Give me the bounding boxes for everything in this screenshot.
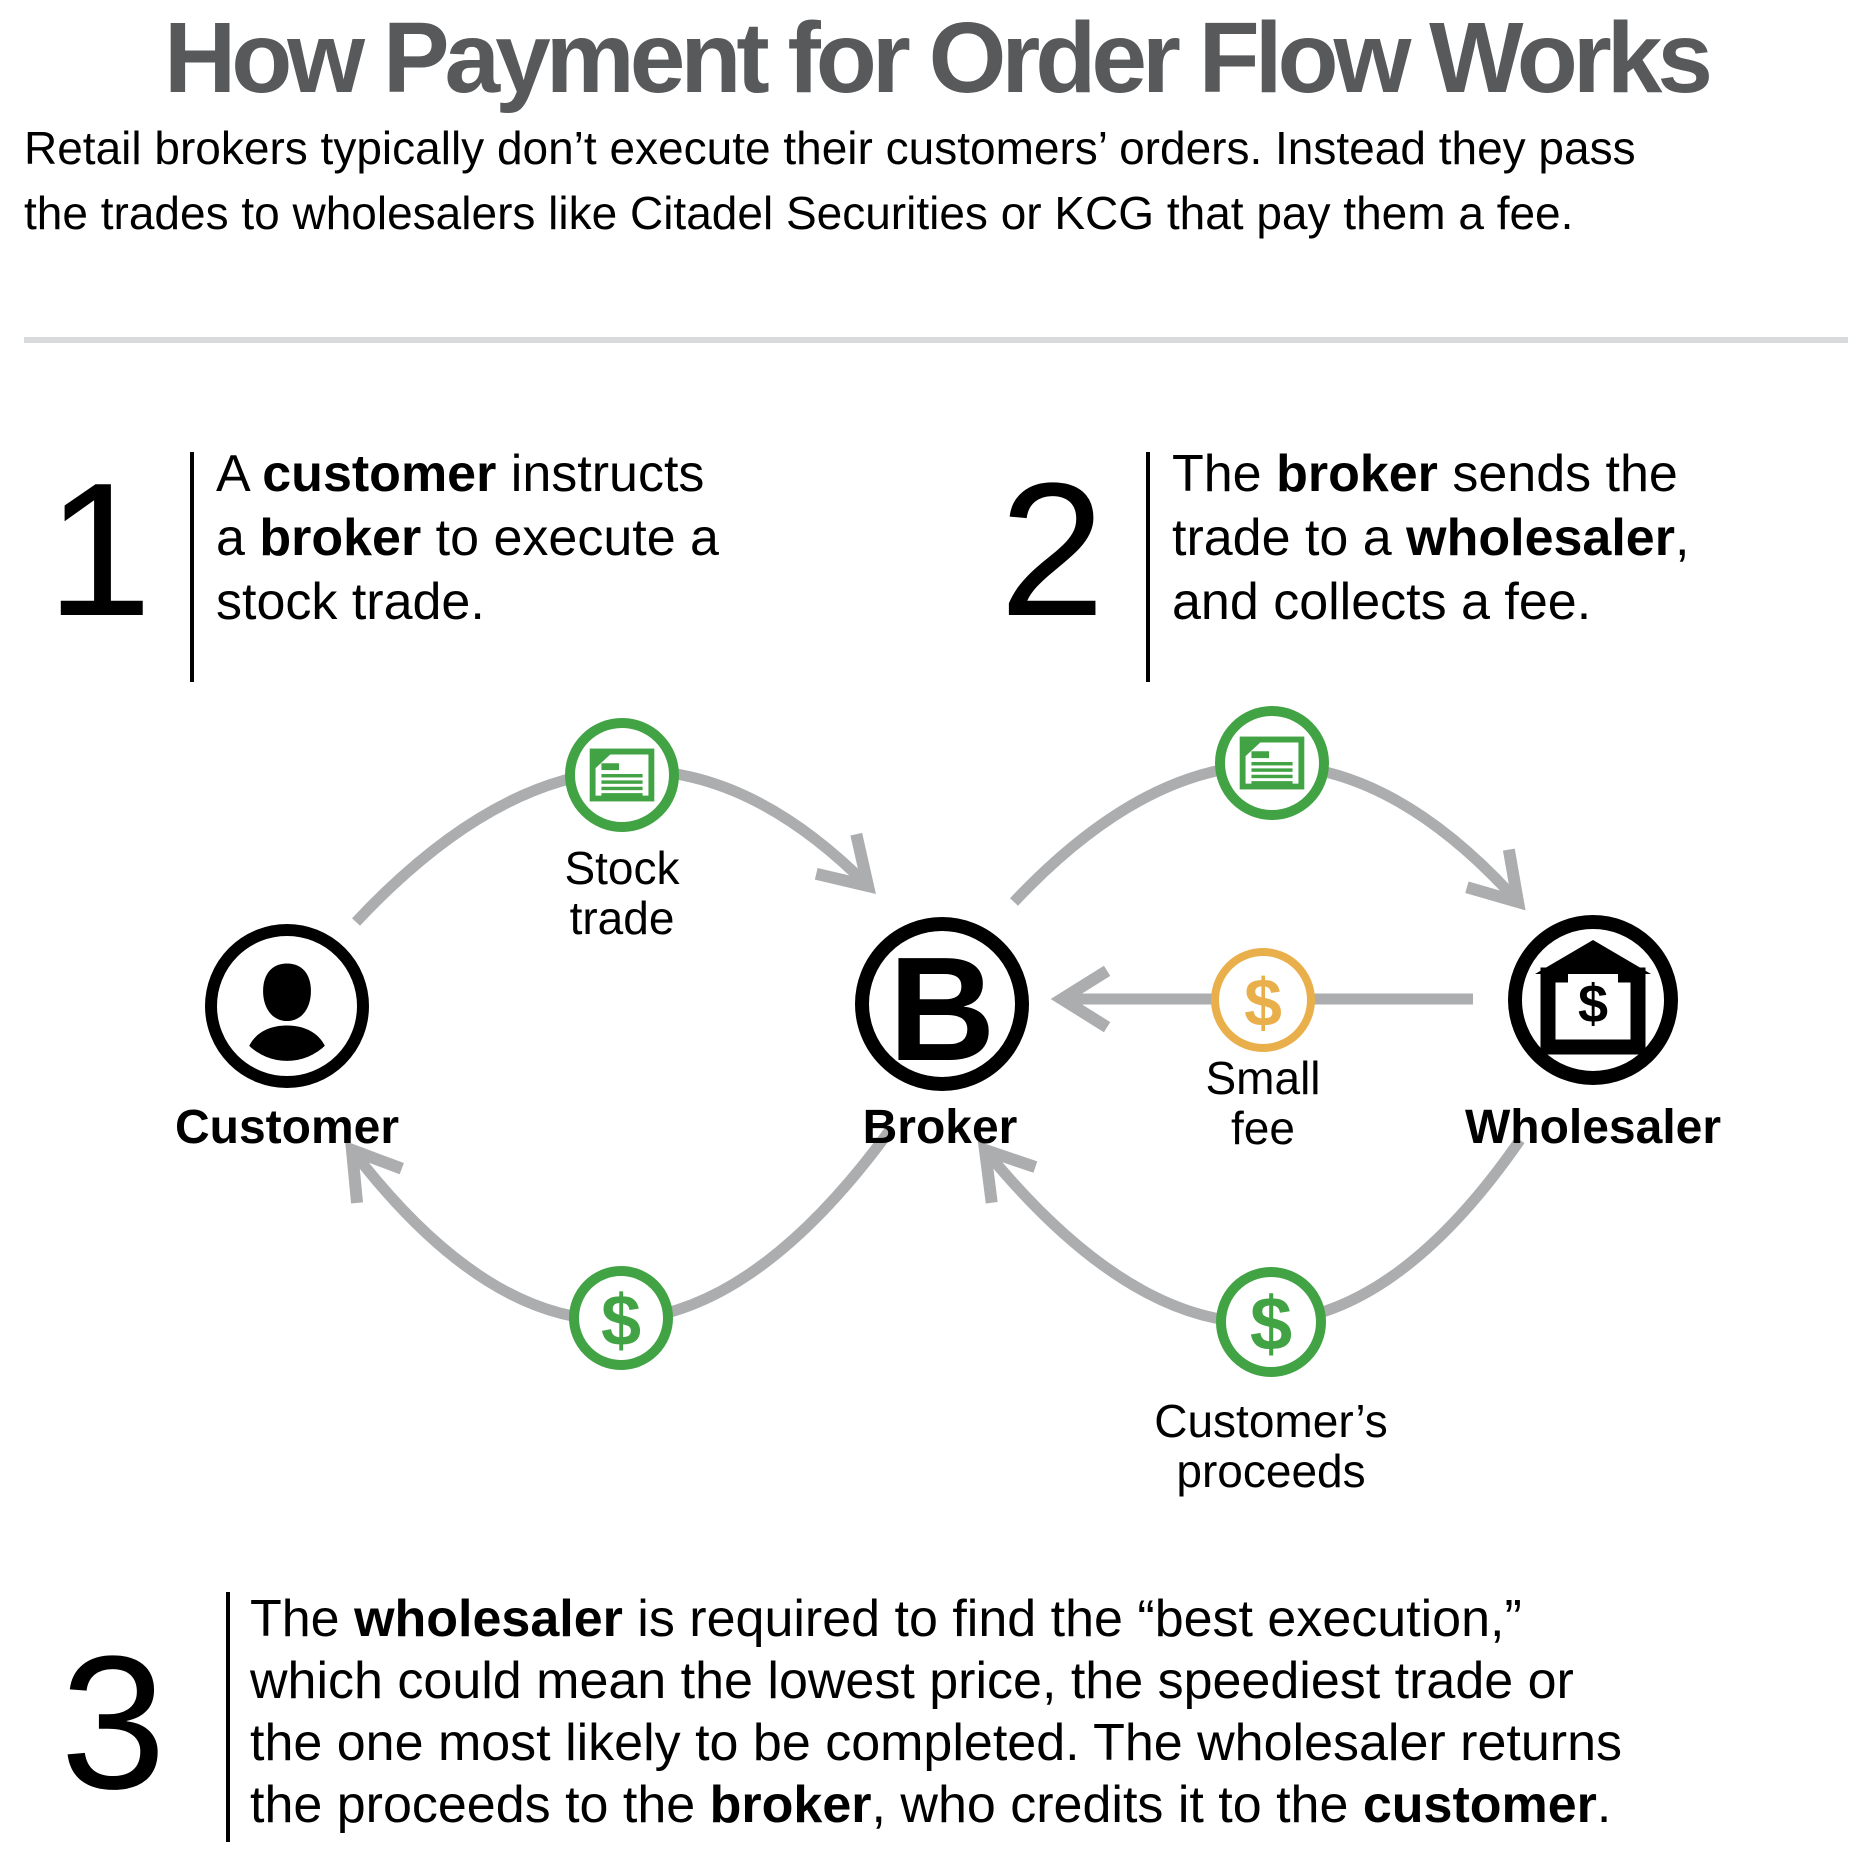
page-subtitle: Retail brokers typically don’t execute t… (24, 122, 1636, 239)
page-title: How Payment for Order Flow Works (163, 2, 1713, 114)
person-icon (244, 963, 330, 1061)
step-2-number: 2 (999, 444, 1105, 656)
bank-walls (1540, 967, 1646, 1055)
stock-trade-label: Stock trade (564, 842, 680, 944)
customers-proceeds-chip: $ (1216, 1267, 1326, 1377)
customer-label: Customer (174, 1101, 400, 1154)
document-icon (589, 748, 655, 802)
bank-roof (1535, 940, 1651, 974)
step-1-rule (190, 452, 194, 682)
step-3-rule (226, 1592, 230, 1842)
broker-node: B (855, 917, 1029, 1091)
customers-proceeds-label: Customer’s proceeds (1154, 1395, 1388, 1497)
customer-node (205, 924, 369, 1088)
wholesaler-node: $ (1508, 915, 1678, 1085)
bank-icon: $ (1535, 940, 1651, 1055)
document-icon (1239, 736, 1305, 790)
broker-to-customer-payment-chip: $ (569, 1266, 673, 1370)
wholesaler-label: Wholesaler (1464, 1101, 1722, 1154)
header-divider (24, 337, 1848, 343)
step-1-number: 1 (46, 444, 152, 656)
small-fee-label: Small fee (1205, 1052, 1321, 1154)
dollar-icon: $ (1249, 1282, 1293, 1367)
dollar-icon: $ (600, 1281, 642, 1361)
broker-monogram: B (888, 927, 996, 1092)
broker-label: Broker (862, 1101, 1018, 1154)
step-3-number: 3 (60, 1617, 166, 1829)
bank-dollar-symbol: $ (1578, 974, 1608, 1034)
stock-trade-chip (565, 718, 679, 832)
small-fee-chip: $ (1211, 948, 1315, 1052)
dollar-icon: $ (1244, 965, 1282, 1041)
step-3-text: The wholesaler is required to find the “… (250, 1590, 1622, 1834)
step-2-rule (1146, 452, 1150, 682)
trade-document-chip (1215, 706, 1329, 820)
